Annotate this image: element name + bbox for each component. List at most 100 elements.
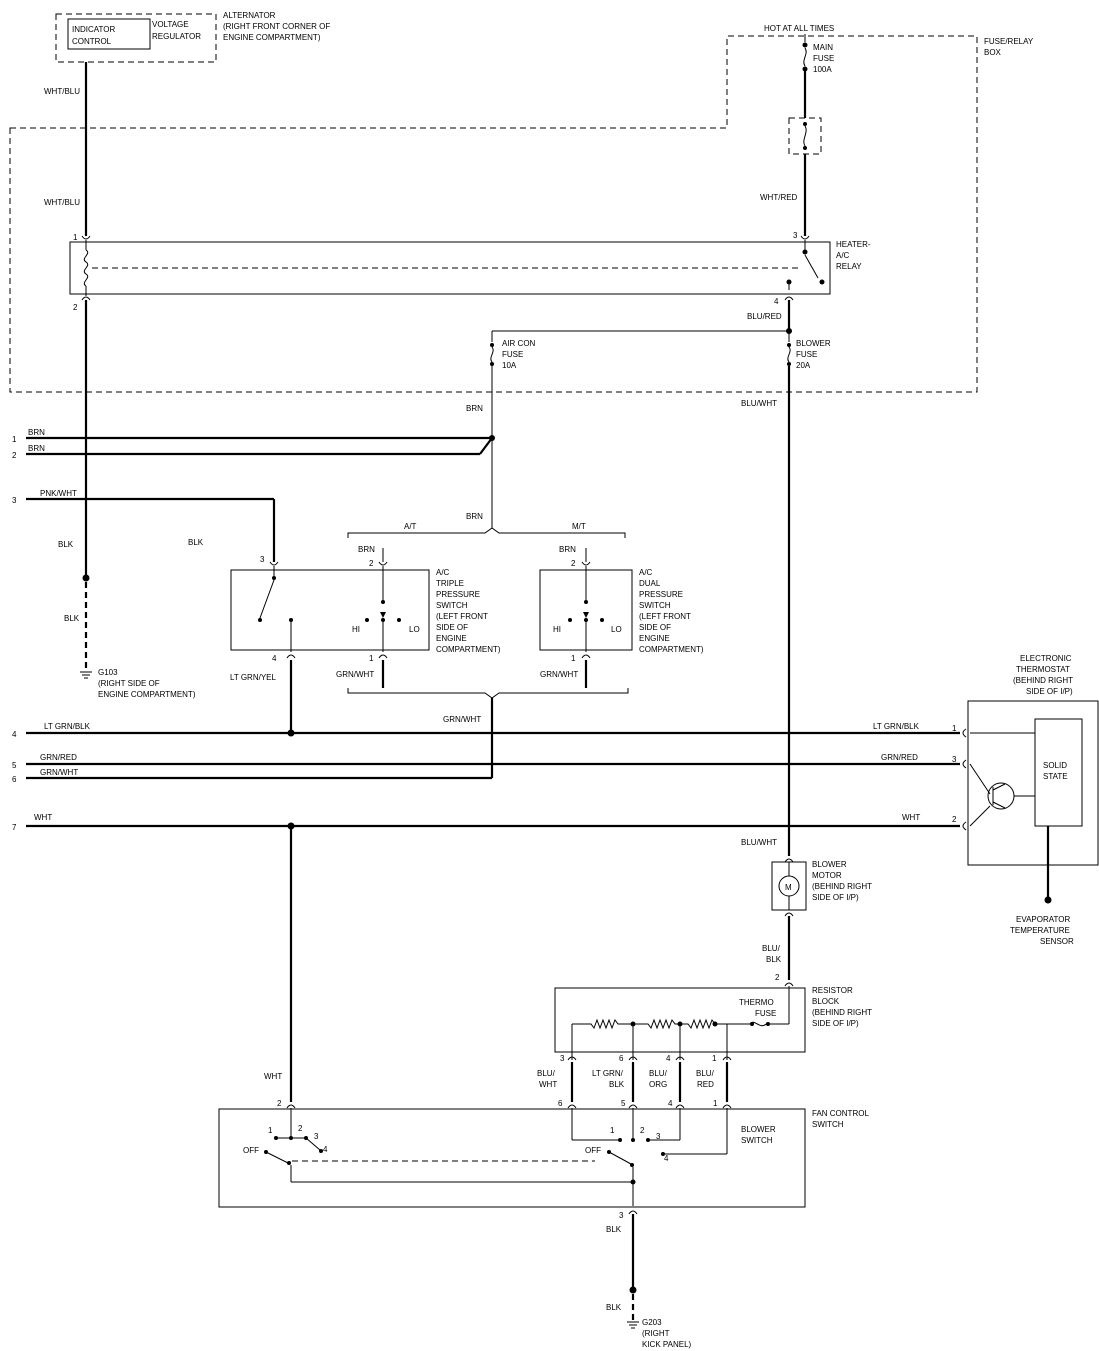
resistor-pin-2: 2 (775, 973, 780, 982)
connector-pin-1: 1 (12, 435, 17, 444)
wire-label-wht-blu-2: WHT/BLU (44, 198, 80, 207)
wire-label-grn-wht-1: GRN/WHT (336, 670, 374, 679)
g103-label-3: ENGINE COMPARTMENT) (98, 690, 196, 699)
wire-label-brn-1: BRN (466, 404, 483, 413)
dual-label-8: COMPARTMENT) (639, 645, 704, 654)
triple-label-4: SWITCH (436, 601, 468, 610)
g103-label-2: (RIGHT SIDE OF (98, 679, 160, 688)
motor-label-1: BLOWER (812, 860, 847, 869)
wire-label-blu-org-b: ORG (649, 1080, 667, 1089)
triple-label-8: COMPARTMENT) (436, 645, 501, 654)
dual-lo-label: LO (611, 625, 622, 634)
wire-label-brn-2: BRN (28, 428, 45, 437)
main-fuse-label-2: FUSE (813, 54, 834, 63)
wire-label-blu-wht-3b: WHT (539, 1080, 557, 1089)
resistor-pin-3: 3 (560, 1054, 565, 1063)
wire-label-blk-5: BLK (606, 1303, 622, 1312)
ground-g203-icon (627, 1321, 639, 1329)
transmission-brace-bottom (347, 688, 629, 699)
hot-at-all-times-label: HOT AT ALL TIMES (764, 24, 834, 33)
aircon-fuse-label-3: 10A (502, 361, 517, 370)
resistor-label-3: (BEHIND RIGHT (812, 1008, 872, 1017)
fan-control-switch: FAN CONTROL SWITCH BLOWER SWITCH 2 6 5 4… (218, 1099, 869, 1220)
blower-fuse-label-1: BLOWER (796, 339, 831, 348)
g203-label-1: G203 (642, 1318, 662, 1327)
at-label: A/T (404, 522, 417, 531)
connector-pin-3: 3 (12, 496, 17, 505)
relay-label-2: A/C (836, 251, 850, 260)
fan-pin-1: 1 (713, 1099, 718, 1108)
wire-label-blk-4: BLK (606, 1225, 622, 1234)
triple-label-2: TRIPLE (436, 579, 464, 588)
wire-label-blu-blk-1: BLU/ (762, 944, 781, 953)
left-off-label: OFF (243, 1146, 259, 1155)
fan-switch-label-1: FAN CONTROL (812, 1109, 869, 1118)
thermostat-pin-2: 2 (952, 815, 957, 824)
triple-pin-1: 1 (369, 654, 374, 663)
wire-label-grn-wht-4: GRN/WHT (40, 768, 78, 777)
solid-state-label-1: SOLID (1043, 761, 1067, 770)
triple-pin-4: 4 (272, 654, 277, 663)
relay-pin-4: 4 (774, 297, 779, 306)
dual-label-2: DUAL (639, 579, 661, 588)
right-pos-2: 2 (640, 1126, 645, 1135)
wire-label-blu-wht-2: BLU/WHT (741, 838, 777, 847)
dual-pin-2: 2 (571, 559, 576, 568)
wire-label-grn-wht-2: GRN/WHT (540, 670, 578, 679)
transmission-brace-top: A/T M/T (347, 522, 626, 538)
wire-label-pnk-wht: PNK/WHT (40, 489, 77, 498)
triple-pin-3: 3 (260, 555, 265, 564)
alternator-label-1: ALTERNATOR (223, 11, 276, 20)
sensor-label-1: EVAPORATOR (1016, 915, 1070, 924)
wire-label-wht-red: WHT/RED (760, 193, 798, 202)
thermo-fuse-label-2: FUSE (755, 1009, 776, 1018)
solid-state-label-2: STATE (1043, 772, 1068, 781)
triple-label-3: PRESSURE (436, 590, 480, 599)
g203-label-2: (RIGHT (642, 1329, 670, 1338)
dual-pin-1: 1 (571, 654, 576, 663)
thermostat-label-3: (BEHIND RIGHT (1013, 676, 1073, 685)
indicator-label-1: INDICATOR (72, 25, 115, 34)
resistor-block: 2 THERMO FUSE 3 6 4 1 RESISTOR BLOCK (BE… (554, 973, 872, 1063)
wire-label-brn-3: BRN (28, 444, 45, 453)
wire-label-lt-grn-blk-3a: LT GRN/ (592, 1069, 624, 1078)
sensor-label-2: TEMPERATURE (1010, 926, 1070, 935)
dual-label-4: SWITCH (639, 601, 671, 610)
relay-label-1: HEATER- (836, 240, 871, 249)
aircon-fuse-label-2: FUSE (502, 350, 523, 359)
wire-label-brn-4: BRN (466, 512, 483, 521)
alternator-label-2: (RIGHT FRONT CORNER OF (223, 22, 330, 31)
triple-label-1: A/C (436, 568, 450, 577)
connector-pin-6: 6 (12, 775, 17, 784)
triple-label-6: SIDE OF (436, 623, 468, 632)
wire-label-blu-org-a: BLU/ (649, 1069, 668, 1078)
mt-label: M/T (572, 522, 586, 531)
wire-label-grn-wht-3: GRN/WHT (443, 715, 481, 724)
wire-label-wht-1: WHT (34, 813, 52, 822)
alternator: INDICATOR CONTROL VOLTAGE REGULATOR ALTE… (55, 11, 330, 63)
triple-pin-2: 2 (369, 559, 374, 568)
right-pos-1: 1 (610, 1126, 615, 1135)
resistor-pin-4: 4 (666, 1054, 671, 1063)
dual-label-5: (LEFT FRONT (639, 612, 691, 621)
wire-label-blk-2: BLK (188, 538, 204, 547)
main-fuse: MAIN FUSE 100A (802, 34, 834, 74)
fan-pin-5: 5 (621, 1099, 626, 1108)
right-pos-4: 4 (664, 1154, 669, 1163)
regulator-label-2: REGULATOR (152, 32, 201, 41)
fuse-box-label-1: FUSE/RELAY (984, 37, 1034, 46)
resistor-label-2: BLOCK (812, 997, 840, 1006)
wire-label-blu-wht-1: BLU/WHT (741, 399, 777, 408)
blower-switch-label-1: BLOWER (741, 1125, 776, 1134)
dual-label-3: PRESSURE (639, 590, 683, 599)
sensor-label-3: SENSOR (1040, 937, 1074, 946)
thermostat-label-4: SIDE OF I/P) (1026, 687, 1073, 696)
blower-motor: M BLOWER MOTOR (BEHIND RIGHT SIDE OF I/P… (771, 858, 872, 917)
connector-pin-5: 5 (12, 761, 17, 770)
thermo-fuse-label-1: THERMO (739, 998, 774, 1007)
dual-label-1: A/C (639, 568, 653, 577)
relay-pin-2: 2 (73, 303, 78, 312)
relay-label-3: RELAY (836, 262, 862, 271)
right-pos-3: 3 (656, 1132, 661, 1141)
